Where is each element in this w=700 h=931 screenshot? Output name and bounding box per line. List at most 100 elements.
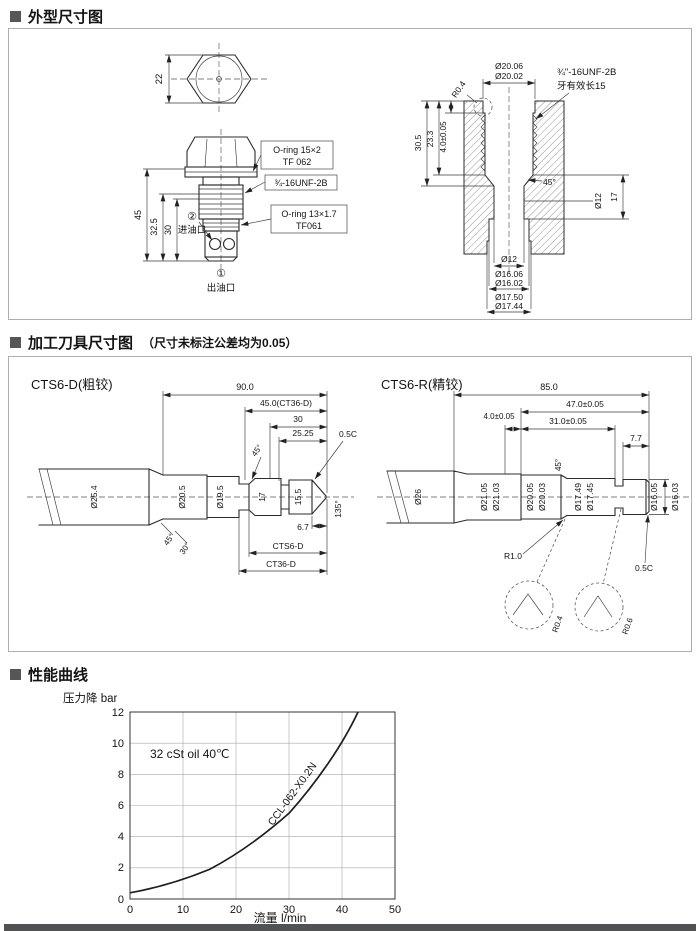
cts6r-chamfer: 0.5C bbox=[635, 563, 653, 573]
cavity-dia-16-max: Ø16.06 bbox=[495, 269, 523, 279]
oring-top-code: TF 062 bbox=[283, 157, 312, 167]
cts6r-dia-17-49: Ø17.49 bbox=[573, 483, 583, 511]
chart-x-ticks: 0 10 20 30 40 50 bbox=[127, 904, 401, 916]
curve-section-title: 性能曲线 bbox=[28, 667, 89, 684]
chart-x-axis-title: 流量 l/min bbox=[254, 911, 307, 924]
cts6d-dim-90: 90.0 bbox=[236, 382, 254, 392]
chart-y-ticks: 12 10 8 6 4 2 0 bbox=[112, 707, 124, 906]
cts6r-dia-21-05: Ø21.05 bbox=[479, 483, 489, 511]
y-tick: 0 bbox=[118, 894, 124, 906]
chart-y-axis-title: 压力降 bar bbox=[63, 691, 117, 705]
port-1-symbol: ① bbox=[216, 268, 226, 280]
cts6r-dia-16-05: Ø16.05 bbox=[649, 483, 659, 511]
cts6d-dia-19-5: Ø19.5 bbox=[215, 485, 225, 508]
y-tick: 10 bbox=[112, 738, 124, 750]
cavity-thread-note: 牙有效长15 bbox=[557, 80, 606, 92]
cavity-dia-175-min: Ø17.44 bbox=[495, 301, 523, 311]
x-tick: 50 bbox=[389, 904, 401, 916]
cts6d-chamfer: 0.5C bbox=[339, 429, 357, 439]
oring-top-label: O-ring 15×2 bbox=[273, 145, 321, 155]
cts6d-dim-6-7: 6.7 bbox=[297, 522, 309, 532]
cavity-top-dia-min: Ø20.02 bbox=[495, 71, 523, 81]
cts6r-dia-21-03: Ø21.03 bbox=[491, 483, 501, 511]
dim-32-5-label: 32.5 bbox=[149, 218, 159, 236]
oring-bottom-label: O-ring 13×1.7 bbox=[281, 209, 336, 219]
cavity-dia-175-max: Ø17.50 bbox=[495, 292, 523, 302]
cavity-depth-17: 17 bbox=[609, 192, 619, 202]
cts6d-angle-30-bl: 30° bbox=[178, 541, 192, 556]
cavity-depth-23-3: 23.3 bbox=[425, 130, 435, 147]
cts6d-dia-17: 17 bbox=[257, 492, 267, 502]
cavity-depth-4-0: 4.0±0.05 bbox=[439, 121, 448, 153]
cts6r-dim-85: 85.0 bbox=[540, 382, 558, 392]
curve-series-label: CCL-062-X0.2N bbox=[266, 760, 320, 827]
cts6r-dia-26: Ø26 bbox=[413, 489, 423, 505]
valve-front-view: 45 32.5 30 ② 进油口 ① 出油口 O-ring 15×2 TF 06… bbox=[133, 129, 348, 294]
cts6r-dia-20-03: Ø20.03 bbox=[537, 483, 547, 511]
curve-section-header: 性能曲线 bbox=[10, 664, 88, 685]
outline-drawing-panel: 22 bbox=[8, 28, 692, 320]
y-tick: 4 bbox=[118, 831, 124, 843]
y-tick: 8 bbox=[118, 769, 124, 781]
y-tick: 12 bbox=[112, 707, 124, 719]
tool-cts6d-title: CTS6-D(粗铰) bbox=[31, 377, 113, 392]
cts6d-angle-135: 135° bbox=[333, 500, 343, 518]
thread-label: ¾-16UNF-2B bbox=[274, 178, 327, 188]
outline-drawing: 22 bbox=[133, 43, 629, 315]
cts6d-dia-15-5: 15.5 bbox=[293, 488, 303, 505]
y-tick: 6 bbox=[118, 800, 124, 812]
cts6d-angle-45-bl: 45° bbox=[162, 532, 176, 547]
y-tick: 2 bbox=[118, 862, 124, 874]
cts6r-dia-20-05: Ø20.05 bbox=[525, 483, 535, 511]
tool-cts6r-view: CTS6-R(精铰) 85.0 47.0±0.05 31.0±0.05 bbox=[377, 377, 689, 636]
oring-bottom-code: TF061 bbox=[296, 221, 322, 231]
dim-45-label: 45 bbox=[133, 210, 143, 220]
port-2-name: 进油口 bbox=[178, 224, 207, 236]
cavity-radius-r04: R0.4 bbox=[449, 79, 468, 100]
valve-top-view: 22 bbox=[154, 43, 267, 115]
tool-cts6d-view: CTS6-D(粗铰) 90.0 45.0(CT36-D) 30 bbox=[27, 377, 357, 575]
tool-cts6r-title: CTS6-R(精铰) bbox=[381, 377, 463, 392]
cts6r-detail-r0-6: R0.6 bbox=[621, 616, 635, 635]
performance-chart: 压力降 bar 12 10 8 6 4 2 0 0 10 bbox=[63, 691, 401, 924]
cts6r-dim-31: 31.0±0.05 bbox=[549, 416, 587, 426]
ct36d-span-label: CT36-D bbox=[266, 559, 296, 569]
tool-drawings: CTS6-D(粗铰) 90.0 45.0(CT36-D) 30 bbox=[27, 377, 689, 636]
cavity-top-dia-max: Ø20.06 bbox=[495, 61, 523, 71]
cts6r-dim-4: 4.0±0.05 bbox=[483, 412, 515, 421]
cts6r-dim-7-7: 7.7 bbox=[630, 433, 642, 443]
port-1-name: 出油口 bbox=[207, 282, 236, 294]
cts6r-angle-45: 45° bbox=[554, 459, 563, 471]
cavity-dia-12-bottom: Ø12 bbox=[501, 254, 517, 264]
outline-section-title: 外型尺寸图 bbox=[28, 9, 104, 26]
cavity-thread-label: ¾"-16UNF-2B bbox=[557, 67, 616, 78]
cts6d-dia-20-5: Ø20.5 bbox=[177, 485, 187, 508]
port-2-symbol: ② bbox=[187, 211, 197, 223]
page-footer-bar bbox=[4, 924, 696, 931]
cavity-dia-12-side: Ø12 bbox=[593, 193, 603, 209]
cts6d-dim-45: 45.0(CT36-D) bbox=[260, 398, 312, 408]
x-tick: 20 bbox=[230, 904, 242, 916]
x-tick: 30 bbox=[283, 904, 295, 916]
section-bullet-icon bbox=[10, 669, 21, 680]
cts6d-angle-45-top: 45° bbox=[250, 443, 264, 458]
cts6r-dia-16-03: Ø16.03 bbox=[670, 483, 680, 511]
cts6d-dim-25-25: 25.25 bbox=[292, 428, 314, 438]
hex-across-flats-dim: 22 bbox=[154, 74, 165, 85]
tool-drawing-panel: CTS6-D(粗铰) 90.0 45.0(CT36-D) 30 bbox=[8, 356, 692, 652]
cts6d-span-label: CTS6-D bbox=[273, 541, 304, 551]
x-tick: 0 bbox=[127, 904, 133, 916]
section-bullet-icon bbox=[10, 11, 21, 22]
cts6d-dim-30: 30 bbox=[293, 414, 303, 424]
section-bullet-icon bbox=[10, 337, 21, 348]
pressure-drop-curve bbox=[129, 711, 359, 894]
dim-30-label: 30 bbox=[163, 225, 173, 235]
cavity-angle-45: 45° bbox=[543, 177, 556, 187]
cavity-dia-16-min: Ø16.02 bbox=[495, 278, 523, 288]
x-tick: 10 bbox=[177, 904, 189, 916]
tools-section-note: （尺寸未标注公差均为0.05） bbox=[142, 336, 298, 350]
x-tick: 40 bbox=[336, 904, 348, 916]
cavity-depth-30-5: 30.5 bbox=[413, 134, 423, 151]
tools-section-header: 加工刀具尺寸图 （尺寸未标注公差均为0.05） bbox=[10, 332, 297, 353]
